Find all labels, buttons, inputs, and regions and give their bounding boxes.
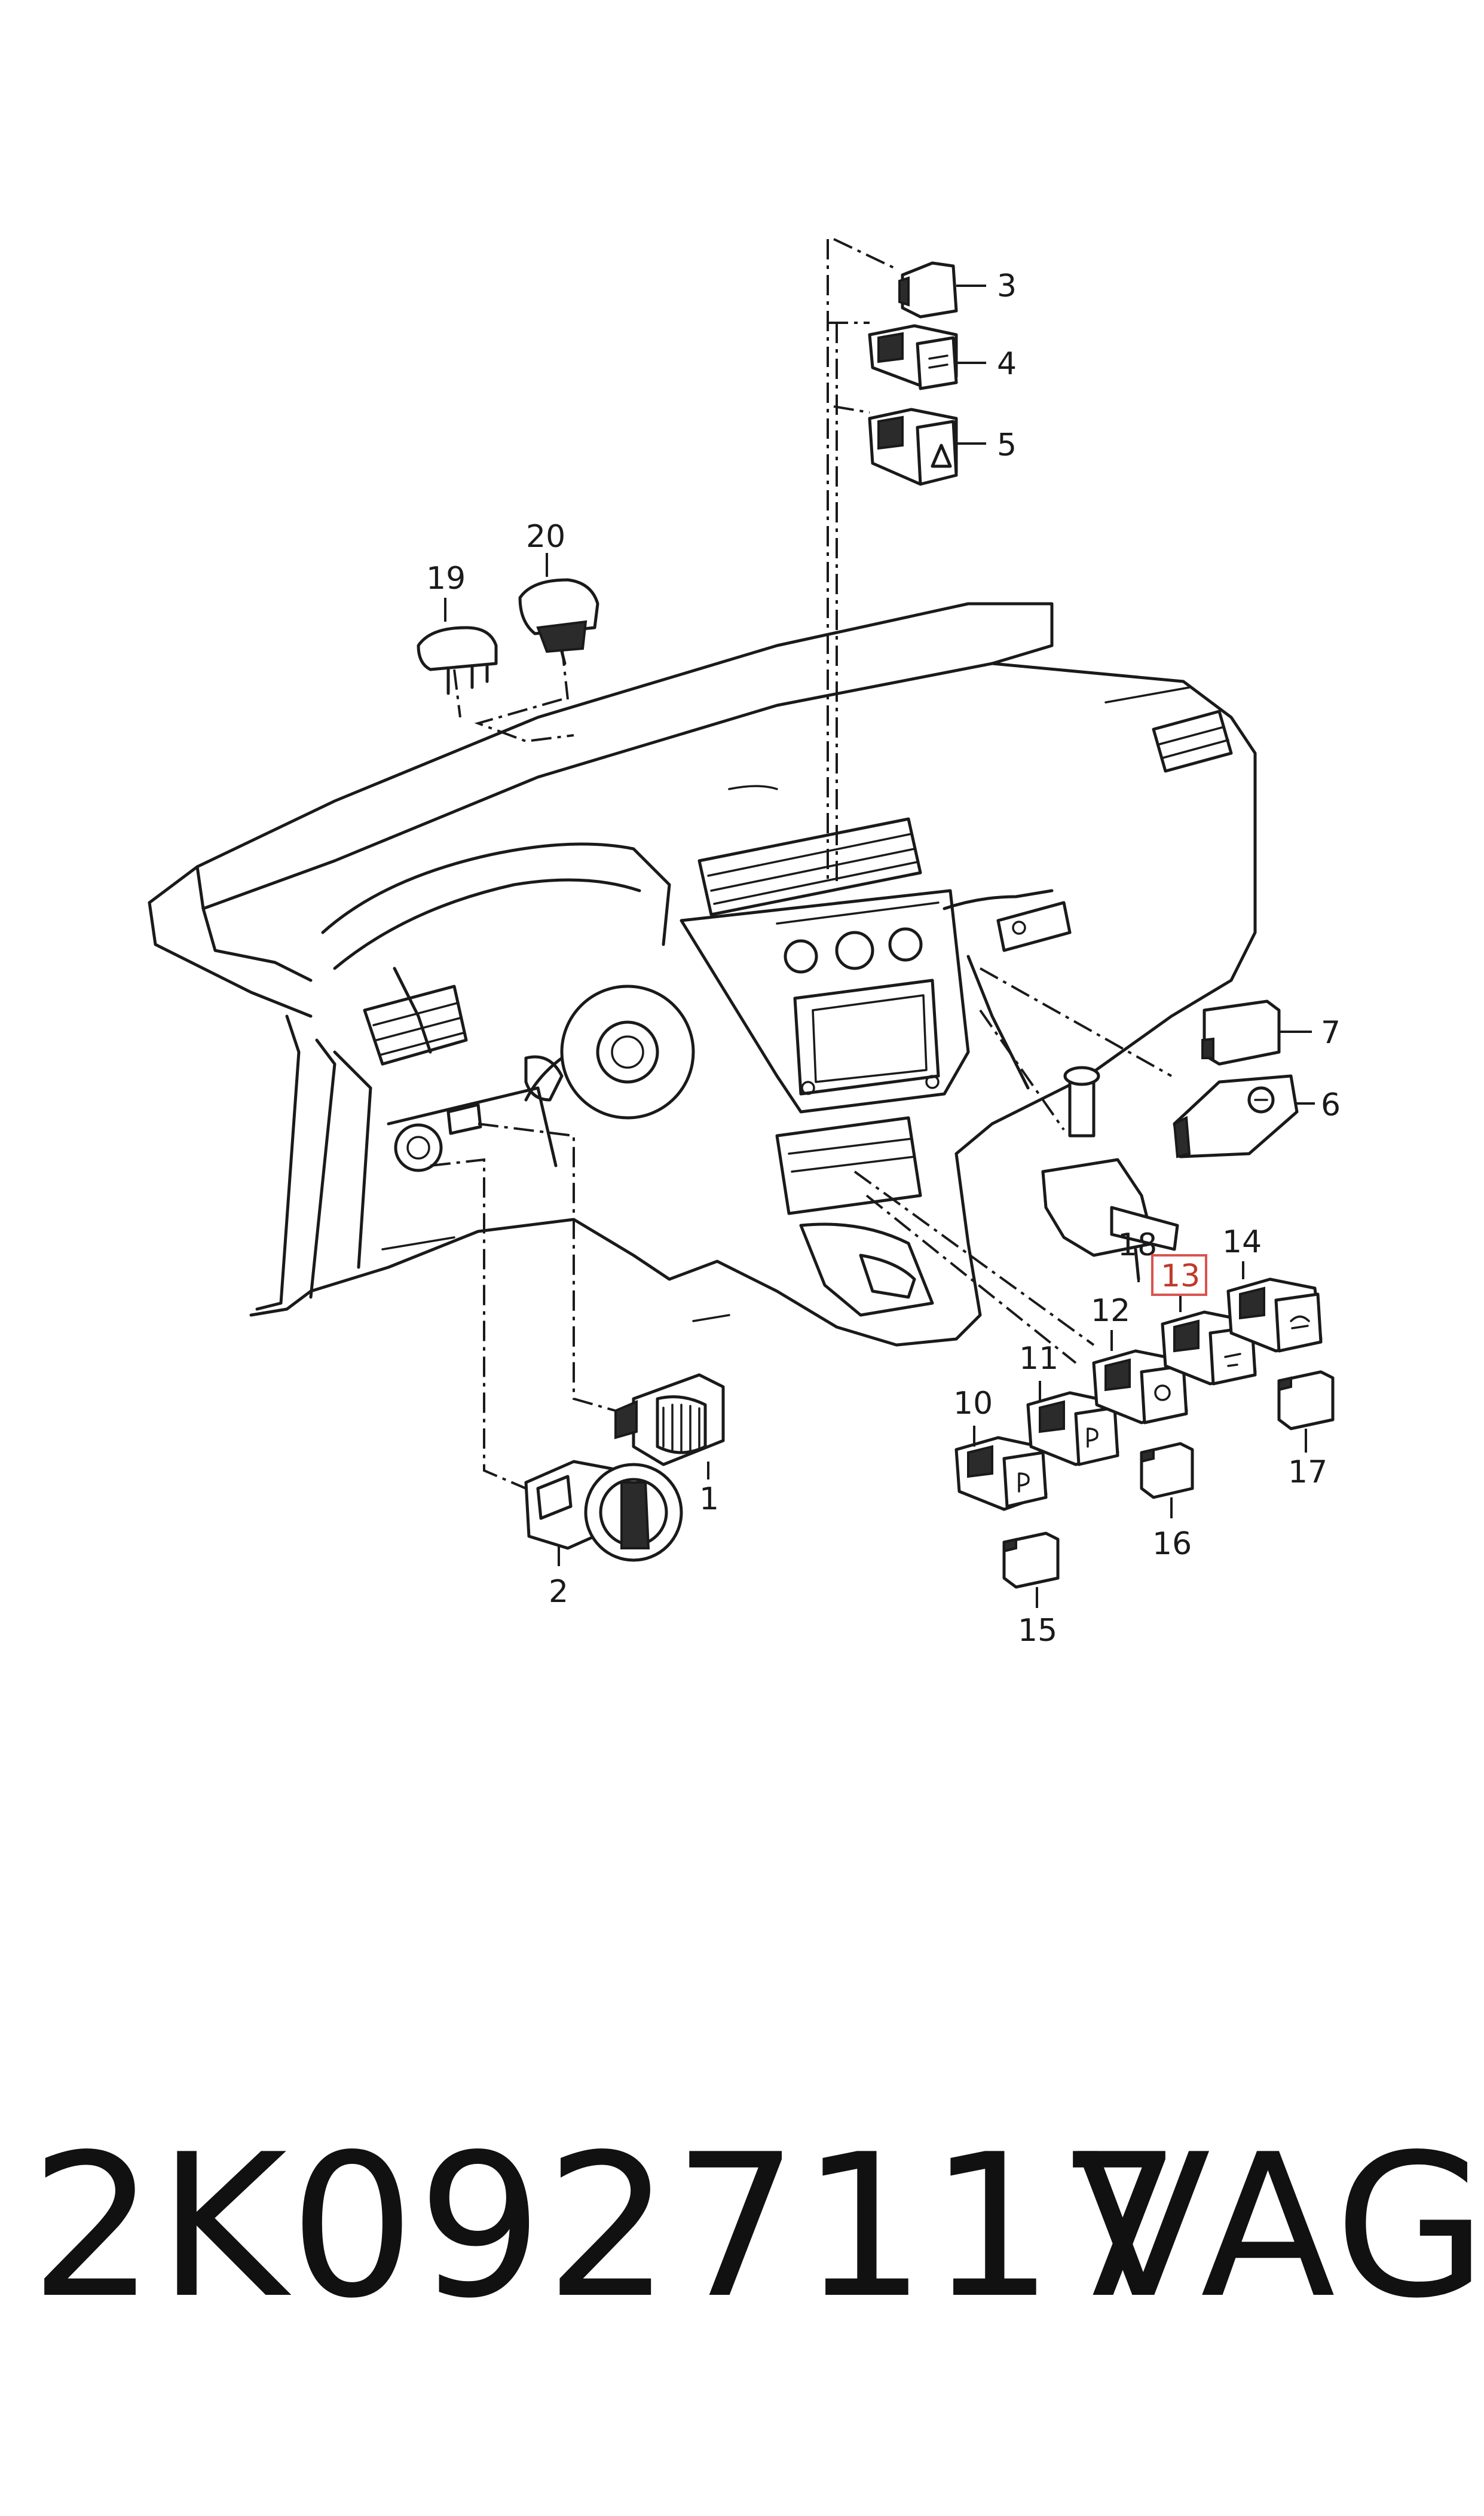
callout-6: 6 (1321, 1087, 1341, 1123)
part-18-bracket (1041, 1066, 1179, 1281)
part-1-light-switch (614, 1373, 725, 1466)
part-12-switch (1092, 1349, 1188, 1424)
callout-19: 19 (426, 561, 466, 597)
callout-5: 5 (997, 427, 1017, 463)
part-4-switch (868, 324, 958, 390)
callout-13-highlight (1151, 1254, 1207, 1296)
callout-labels: 3 4 5 19 20 7 6 18 1 2 10 11 12 13 14 15… (426, 268, 1341, 1649)
part-number-label: 2K0927117 (30, 2112, 1185, 2341)
callout-12: 12 (1091, 1293, 1130, 1329)
part-11-switch (1026, 1391, 1119, 1466)
callout-18: 18 (1118, 1227, 1157, 1263)
callout-4: 4 (997, 346, 1017, 382)
callout-13: 13 (1161, 1258, 1200, 1294)
callout-20: 20 (526, 519, 565, 555)
part-6-switch (1173, 1074, 1299, 1158)
part-7-blank-cover (1201, 999, 1281, 1066)
callout-1: 1 (699, 1481, 719, 1517)
part-17-blank-cover (1277, 1370, 1335, 1430)
part-14-switch (1226, 1277, 1323, 1353)
part-3-blank-cover (898, 261, 958, 319)
brand-label: VAG (1076, 2112, 1484, 2341)
part-10-switch (954, 1436, 1048, 1511)
callout-15: 15 (1018, 1613, 1057, 1649)
part-16-blank-cover (1140, 1442, 1194, 1499)
part-5-hazard-switch (868, 408, 958, 486)
callout-ticks (444, 285, 1315, 1608)
part-19-cover (417, 626, 498, 695)
callout-2: 2 (549, 1574, 568, 1610)
callout-11: 11 (1019, 1341, 1058, 1377)
callout-14: 14 (1222, 1224, 1262, 1260)
part-2-rotary-light-switch (524, 1460, 683, 1562)
callout-16: 16 (1152, 1526, 1192, 1562)
callout-17: 17 (1288, 1454, 1327, 1490)
callout-3: 3 (997, 268, 1017, 304)
callout-10: 10 (953, 1386, 993, 1421)
part-15-blank-cover (1002, 1531, 1060, 1589)
part-20-sensor (518, 578, 599, 665)
leader-lines (430, 238, 1172, 1490)
callout-7: 7 (1321, 1015, 1341, 1051)
dashboard-illustration (148, 602, 1257, 1347)
